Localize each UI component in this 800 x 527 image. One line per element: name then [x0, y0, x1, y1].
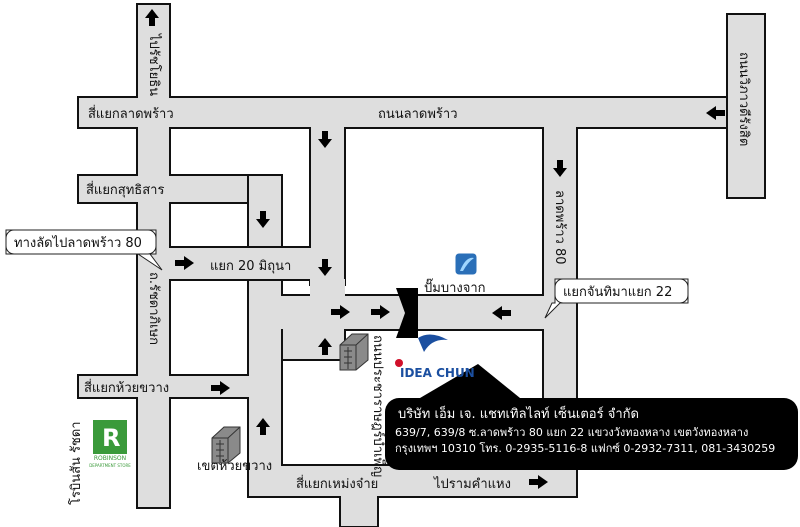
arrow-icon [318, 131, 332, 148]
arrow-icon [318, 259, 332, 276]
arrow-icon [706, 106, 725, 120]
gas-station-icon [454, 252, 478, 276]
arrow-icon [492, 306, 511, 320]
road-huai-khwang [77, 374, 138, 399]
svg-text:R: R [102, 424, 120, 452]
ratchada-label: ถ.รัชดาภิเษก [146, 272, 161, 345]
arrow-icon [175, 256, 194, 270]
arrow-icon [529, 475, 548, 489]
arrow-icon [318, 338, 332, 355]
road-sutthisan-right [169, 174, 251, 204]
robinson-brand: ROBINSON [94, 455, 126, 462]
company-name: บริษัท เอ็ม เจ. แชทเทิลไลท์ เซ็นเตอร์ จำ… [398, 404, 639, 422]
sutthisan-intersection-label: สี่แยกสุทธิสาร [86, 181, 165, 198]
lat-phrao-80-label: ลาดพร้าว 80 [552, 190, 567, 265]
road-bottom-stub [339, 496, 379, 527]
company-info-box: บริษัท เอ็ม เจ. แชทเทิลไลท์ เซ็นเตอร์ จำ… [385, 364, 798, 470]
junction-fills [135, 95, 745, 499]
company-contact: กรุงเทพฯ 10310 โทร. 0-2935-5116-8 แฟกซ์ … [395, 441, 775, 455]
meng-jai-intersection-label: สี่แยกเหม่งจ๋าย [296, 475, 378, 492]
building-icon [211, 426, 241, 464]
chan-thima-callout: แยกจันทิมาแยก 22 [544, 278, 689, 319]
robinson-logo: R ROBINSON DEPARTMENT STORE [89, 420, 131, 468]
idea-chun-brand: IDEA CHUN [400, 366, 475, 380]
vibhavadi-label: ถนนวิภาวดีรังสิต [736, 52, 752, 146]
shortcut-callout: ทางลัดไปลาดพร้าว 80 [5, 229, 163, 271]
arrow-icon [371, 305, 390, 319]
arrow-icon [145, 9, 159, 26]
destination-marker [396, 288, 418, 338]
pracharat-label: ถนนประชาราษฎร์บำเพ็ญ [370, 335, 388, 477]
yaek-20-mithuna-label: แยก 20 มิถุนา [210, 259, 291, 274]
idea-chun-logo: IDEA CHUN [395, 334, 475, 380]
huai-khwang-intersection-label: สี่แยกห้วยขวาง [84, 379, 169, 396]
road-vibhavadi [726, 13, 766, 199]
road-pracharat-lower [281, 329, 346, 361]
road-sutthisan [77, 174, 138, 204]
district-office-label: เขตห้วยขวาง [197, 459, 272, 474]
robinson-sub: DEPARTMENT STORE [89, 463, 131, 468]
arrow-icon [256, 211, 270, 228]
to-ramkhamhaeng-label: ไปรามคำแหง [433, 476, 511, 492]
robinson-label: โรบินสัน รัชดา [68, 421, 84, 505]
road-huai-khwang-right [169, 374, 249, 399]
arrow-icon [331, 305, 350, 319]
direction-arrows [145, 9, 725, 489]
arrow-icon [256, 418, 270, 435]
lat-phrao-road-label: ถนนลาดพร้าว [378, 107, 458, 122]
arrow-icon [211, 381, 230, 395]
company-address: 639/7, 639/8 ซ.ลาดพร้าว 80 แยก 22 แขวงวั… [395, 426, 748, 439]
to-ratchayothin-label: ไปรัชโยธิน [146, 33, 162, 96]
shortcut-label: ทางลัดไปลาดพร้าว 80 [14, 235, 142, 251]
gas-station-label: ปั๊มบางจาก [424, 278, 486, 296]
arrow-icon [553, 160, 567, 177]
lat-phrao-intersection-label: สี่แยกลาดพร้าว [88, 105, 174, 122]
building-icon [339, 333, 369, 371]
chan-thima-label: แยกจันทิมาแยก 22 [563, 285, 672, 300]
